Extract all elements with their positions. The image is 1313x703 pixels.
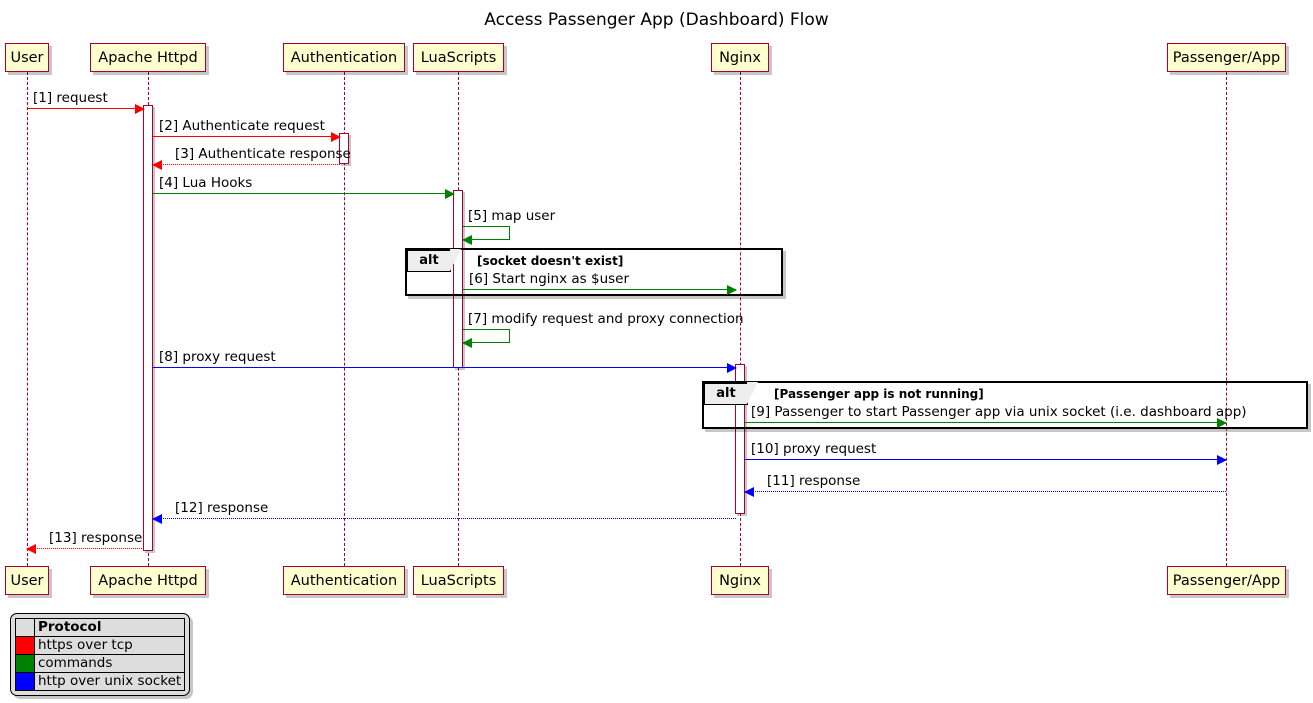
participant-passenger-bottom[interactable]: Passenger/App xyxy=(1167,566,1286,595)
participant-label: Passenger/App xyxy=(1172,50,1281,66)
message-label-5: [5] map user xyxy=(468,208,556,224)
alt-fragment-1 xyxy=(405,248,783,296)
participant-label: Passenger/App xyxy=(1172,573,1281,589)
arrowhead-1 xyxy=(135,104,145,114)
participant-label: Nginx xyxy=(719,573,761,589)
legend-row: http over unix socket xyxy=(15,672,186,691)
message-label-8: [8] proxy request xyxy=(159,349,276,365)
alt-fragment-condition-2: [Passenger app is not running] xyxy=(774,387,984,401)
legend-header-swatch xyxy=(15,618,35,637)
participant-auth-top[interactable]: Authentication xyxy=(283,43,405,72)
message-label-6: [6] Start nginx as $user xyxy=(469,271,630,287)
arrowhead-4 xyxy=(445,189,455,199)
alt-fragment-label-1: alt xyxy=(407,249,462,273)
message-line-11 xyxy=(745,491,1226,492)
alt-fragment-2 xyxy=(702,381,1308,429)
participant-user-top[interactable]: User xyxy=(5,43,49,72)
participant-label: Nginx xyxy=(719,50,761,66)
message-line-8 xyxy=(153,367,736,368)
legend-row-label: http over unix socket xyxy=(33,672,186,691)
message-line-6 xyxy=(463,289,736,290)
arrowhead-9 xyxy=(1217,418,1227,428)
participant-lua-top[interactable]: LuaScripts xyxy=(413,43,504,72)
legend-header-row: Protocol xyxy=(15,618,186,637)
lifeline-nginx xyxy=(740,72,741,566)
message-line-4 xyxy=(153,193,454,194)
message-line-9 xyxy=(745,422,1226,423)
legend-color-swatch xyxy=(15,636,35,655)
message-label-9: [9] Passenger to start Passenger app via… xyxy=(751,404,1247,420)
legend-row: https over tcp xyxy=(15,636,186,655)
participant-label: User xyxy=(10,573,44,589)
message-line-10 xyxy=(745,459,1226,460)
participant-passenger-top[interactable]: Passenger/App xyxy=(1167,43,1286,72)
message-label-7: [7] modify request and proxy connection xyxy=(468,311,744,327)
legend-row-label: https over tcp xyxy=(33,636,186,655)
arrowhead-11 xyxy=(744,487,754,497)
alt-fragment-label-2: alt xyxy=(704,382,759,406)
lifeline-auth xyxy=(344,72,345,566)
activation-bar-apache xyxy=(143,105,153,551)
message-line-2 xyxy=(153,136,340,137)
message-label-1: [1] request xyxy=(33,90,108,106)
legend-header-label: Protocol xyxy=(33,618,186,637)
alt-corner xyxy=(450,249,461,272)
message-line-13 xyxy=(27,548,144,549)
participant-auth-bottom[interactable]: Authentication xyxy=(283,566,405,595)
arrowhead-7 xyxy=(462,338,472,348)
participant-user-bottom[interactable]: User xyxy=(5,566,49,595)
arrowhead-10 xyxy=(1217,455,1227,465)
arrowhead-5 xyxy=(462,235,472,245)
message-label-3: [3] Authenticate response xyxy=(175,146,351,162)
participant-nginx-top[interactable]: Nginx xyxy=(711,43,769,72)
message-line-1 xyxy=(27,108,144,109)
arrowhead-8 xyxy=(727,363,737,373)
participant-apache-top[interactable]: Apache Httpd xyxy=(90,43,206,72)
message-label-13: [13] response xyxy=(49,530,143,546)
arrowhead-2 xyxy=(331,132,341,142)
participant-label: Apache Httpd xyxy=(98,50,198,66)
arrowhead-3 xyxy=(152,160,162,170)
participant-label: Apache Httpd xyxy=(98,573,198,589)
message-label-11: [11] response xyxy=(767,473,861,489)
participant-apache-bottom[interactable]: Apache Httpd xyxy=(90,566,206,595)
participant-nginx-bottom[interactable]: Nginx xyxy=(711,566,769,595)
participant-label: Authentication xyxy=(290,573,398,589)
legend-color-swatch xyxy=(15,672,35,691)
activation-bar-auth xyxy=(339,133,349,164)
message-label-2: [2] Authenticate request xyxy=(159,118,325,134)
alt-corner xyxy=(747,382,758,405)
page-title: Access Passenger App (Dashboard) Flow xyxy=(484,10,829,30)
legend-row: commands xyxy=(15,654,186,673)
alt-fragment-condition-1: [socket doesn't exist] xyxy=(477,254,624,268)
participant-label: LuaScripts xyxy=(420,50,497,66)
arrowhead-12 xyxy=(152,514,162,524)
participant-label: User xyxy=(10,50,44,66)
participant-lua-bottom[interactable]: LuaScripts xyxy=(413,566,504,595)
arrowhead-6 xyxy=(727,285,737,295)
legend-row-label: commands xyxy=(33,654,186,673)
lifeline-passenger xyxy=(1226,72,1227,566)
activation-bar-nginx xyxy=(735,364,745,514)
self-message-5 xyxy=(463,226,510,240)
legend-color-swatch xyxy=(15,654,35,673)
message-label-10: [10] proxy request xyxy=(751,441,877,457)
participant-label: Authentication xyxy=(290,50,398,66)
arrowhead-13 xyxy=(26,544,36,554)
message-label-4: [4] Lua Hooks xyxy=(159,175,253,191)
message-line-3 xyxy=(153,164,340,165)
self-message-7 xyxy=(463,329,510,343)
message-label-12: [12] response xyxy=(175,500,269,516)
lifeline-user xyxy=(27,72,28,566)
participant-label: LuaScripts xyxy=(420,573,497,589)
message-line-12 xyxy=(153,518,736,519)
